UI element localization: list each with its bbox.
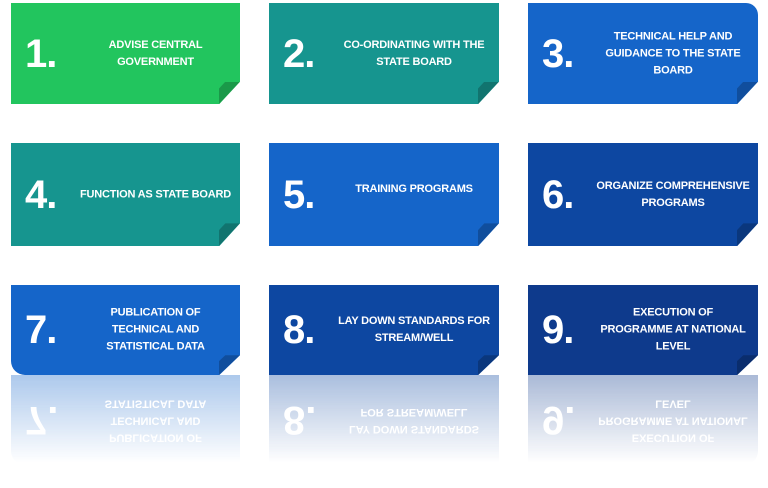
card-label: TECHNICAL HELP AND GUIDANCE TO THE STATE… (605, 30, 741, 76)
card-number: 2. (283, 31, 315, 76)
page-fold-icon (737, 81, 758, 104)
page-fold-icon (219, 81, 240, 104)
card-label: ORGANIZE COMPREHENSIVE PROGRAMS (596, 179, 750, 209)
page-fold-icon (219, 355, 240, 375)
card-label: LAY DOWN STANDARDS FOR STREAM/WELL (338, 315, 490, 344)
card-number: 7. (25, 308, 57, 352)
page-fold-icon (737, 355, 758, 375)
reflected-label: PUBLICATION OF TECHNICAL AND STATISTICAL… (104, 397, 207, 444)
card-9-execution-national: 9. EXECUTION OF PROGRAMME AT NATIONAL LE… (528, 285, 758, 375)
card-label: ADVISE CENTRAL GOVERNMENT (108, 38, 203, 68)
card-label: PUBLICATION OF TECHNICAL AND STATISTICAL… (106, 306, 205, 353)
card-number: 3. (542, 31, 574, 76)
card-7-publication-data: 7. PUBLICATION OF TECHNICAL AND STATISTI… (11, 285, 240, 375)
card-number: 9. (542, 308, 574, 352)
reflected-number: 7. (25, 398, 59, 442)
card-number: 5. (283, 172, 315, 217)
card-label: TRAINING PROGRAMS (355, 183, 473, 195)
card-2-coordinating-state-board: 2. CO-ORDINATING WITH THE STATE BOARD (269, 3, 499, 104)
page-fold-icon (478, 223, 499, 246)
card-8-lay-down-standards: 8. LAY DOWN STANDARDS FOR STREAM/WELL (269, 285, 499, 375)
card-8-reflection: 8. LAY DOWN STANDARDS FOR STREAM/WELL (269, 375, 499, 463)
card-6-organize-programs: 6. ORGANIZE COMPREHENSIVE PROGRAMS (528, 143, 758, 246)
card-number: 8. (283, 308, 315, 352)
card-9-reflection: 9. EXECUTION OF PROGRAMME AT NATIONAL LE… (528, 375, 758, 463)
card-4-function-as-state-board: 4. FUNCTION AS STATE BOARD (11, 143, 240, 246)
card-label: CO-ORDINATING WITH THE STATE BOARD (343, 38, 485, 68)
card-3-technical-help: 3. TECHNICAL HELP AND GUIDANCE TO THE ST… (528, 3, 758, 104)
card-label: FUNCTION AS STATE BOARD (79, 188, 232, 200)
card-5-training-programs: 5. TRAINING PROGRAMS (269, 143, 499, 246)
card-1-advise-central-government: 1. ADVISE CENTRAL GOVERNMENT (11, 3, 240, 104)
page-fold-icon (219, 223, 240, 246)
reflected-label: LAY DOWN STANDARDS FOR STREAM/WELL (349, 406, 479, 435)
page-fold-icon (478, 81, 499, 104)
reflected-number: 9. (542, 398, 576, 442)
card-number: 1. (25, 31, 57, 76)
card-number: 6. (542, 172, 574, 217)
page-fold-icon (737, 223, 758, 246)
page-fold-icon (478, 355, 499, 375)
reflected-label: EXECUTION OF PROGRAMME AT NATIONAL LEVEL (598, 397, 748, 444)
card-label: EXECUTION OF PROGRAMME AT NATIONAL LEVEL (600, 306, 746, 353)
card-number: 4. (25, 172, 57, 217)
reflected-number: 8. (283, 398, 317, 442)
card-7-reflection: 7. PUBLICATION OF TECHNICAL AND STATISTI… (11, 375, 240, 463)
